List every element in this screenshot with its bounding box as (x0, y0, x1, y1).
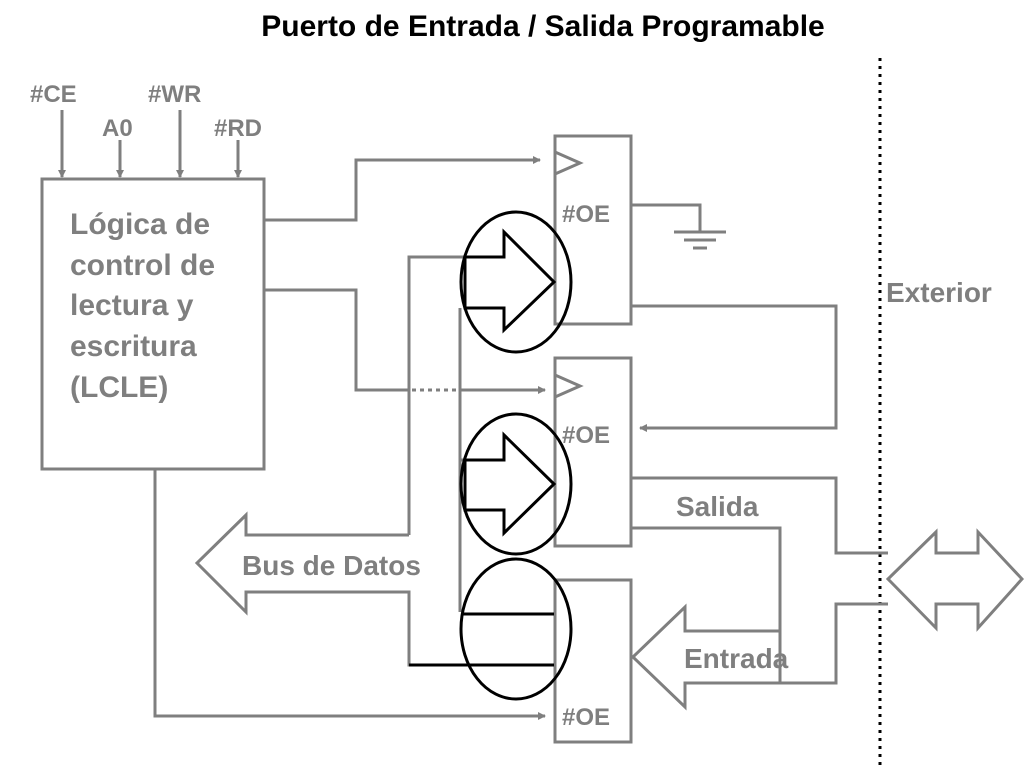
wire-middle-out-to-exterior (631, 476, 888, 555)
exterior-bidirectional-arrow (885, 528, 1024, 632)
entrada-label: Entrada (684, 643, 789, 674)
wire-lcle-to-bottom-oe (153, 469, 546, 720)
ground-icon (674, 230, 726, 250)
clock-input-middle-icon (554, 373, 584, 399)
buffer-bottom-oe-label: #OE (562, 704, 610, 731)
middle-data-arrow (463, 431, 557, 537)
rd-label: #RD (214, 115, 262, 142)
lcle-block (40, 177, 266, 471)
wire-top-oe-ground (631, 203, 702, 232)
a0-label: A0 (102, 115, 133, 142)
control-signals (58, 110, 242, 178)
data-bus-arrow (194, 511, 555, 667)
wire-lcle-to-top-clock (264, 156, 541, 222)
lcle-line-1: Lógica de (70, 208, 210, 241)
middle-highlight-circle (459, 412, 573, 556)
wire-top-out-to-middle-oe (631, 304, 838, 432)
data-bus-label: Bus de Datos (242, 550, 421, 581)
salida-label: Salida (676, 491, 759, 522)
lcle-label: Lógica de control de lectura y escritura… (70, 208, 215, 404)
entrada-input-arrow (630, 603, 782, 711)
output-latch-middle (553, 356, 633, 548)
latch-top-oe-label: #OE (562, 201, 610, 228)
top-data-arrow (463, 228, 557, 334)
lcle-line-5: (LCLE) (70, 371, 168, 404)
wire-salida-feedback (631, 526, 782, 633)
wr-label: #WR (148, 81, 201, 108)
exterior-label: Exterior (886, 277, 992, 308)
diagram-title: Puerto de Entrada / Salida Programable (261, 10, 825, 43)
wire-bus-to-top-data (407, 255, 465, 535)
bottom-highlight-circle (459, 557, 573, 701)
top-highlight-circle (459, 210, 573, 354)
clock-input-top-icon (554, 150, 584, 176)
wire-lcle-to-middle-clock (264, 288, 410, 392)
lcle-line-3: lectura y (70, 289, 194, 322)
highlight-shapes (409, 210, 573, 701)
ce-label: #CE (30, 81, 77, 108)
lcle-line-4: escritura (70, 330, 197, 363)
output-latch-top (553, 134, 633, 326)
wiring (153, 156, 888, 720)
latch-middle-oe-label: #OE (562, 422, 610, 449)
lcle-line-2: control de (70, 249, 215, 282)
